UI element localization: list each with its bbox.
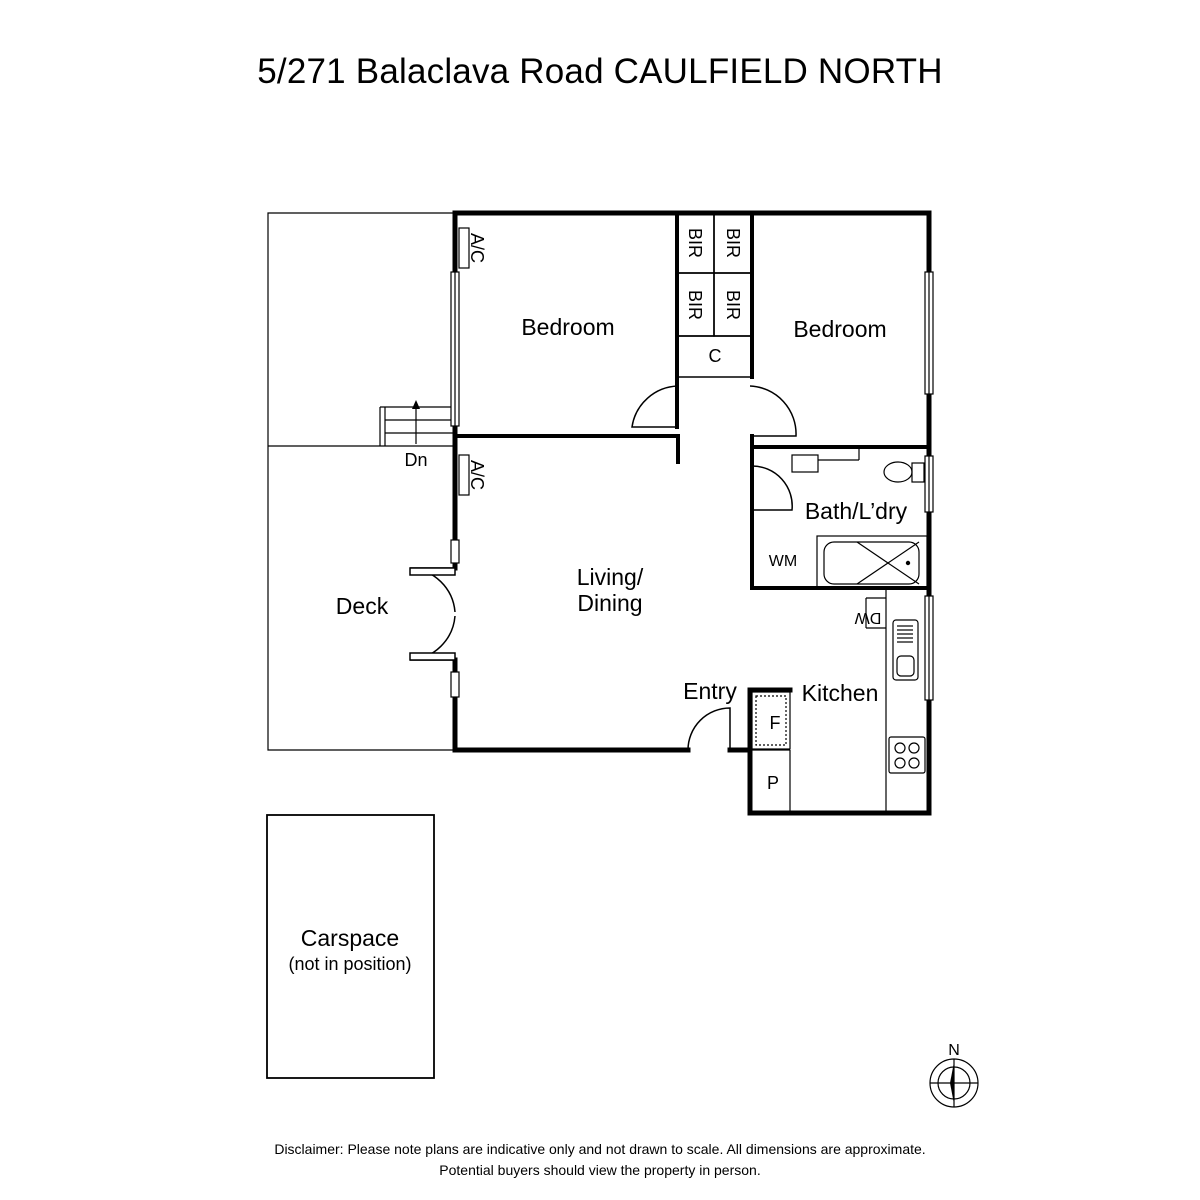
compass-needle-icon	[950, 1062, 954, 1104]
room-label-kitchen: Kitchen	[802, 680, 879, 706]
label-stairs-down: Dn	[404, 450, 427, 470]
room-label-entry: Entry	[683, 678, 737, 704]
room-label-bedroom-2: Bedroom	[793, 316, 886, 342]
label-bir-3: BIR	[685, 290, 705, 320]
room-label-bedroom-1: Bedroom	[521, 314, 614, 340]
disclaimer-line-2: Potential buyers should view the propert…	[439, 1162, 761, 1178]
kitchen-fixtures	[750, 588, 926, 813]
stairs-arrow-icon	[412, 400, 420, 409]
bathroom-fixtures	[791, 447, 928, 589]
interior-walls	[453, 211, 931, 590]
label-bir-4: BIR	[723, 290, 743, 320]
label-ac-2: A/C	[467, 460, 487, 490]
carspace-outline	[266, 814, 435, 1079]
label-cupboard: C	[709, 346, 722, 366]
label-dishwasher: DW	[854, 609, 882, 626]
label-carspace: Carspace	[301, 925, 399, 951]
room-label-living-line2: Dining	[577, 590, 642, 616]
ac-units	[458, 227, 470, 496]
label-ac-1: A/C	[467, 233, 487, 263]
room-label-bath-laundry: Bath/L’dry	[805, 498, 908, 524]
windows	[450, 271, 934, 701]
stairs	[379, 406, 455, 446]
label-bir-1: BIR	[685, 228, 705, 258]
bir-partitions	[676, 212, 753, 378]
compass-north-label: N	[948, 1042, 960, 1059]
room-label-deck: Deck	[336, 593, 389, 619]
disclaimer-line-1: Disclaimer: Please note plans are indica…	[274, 1141, 926, 1157]
label-washing-machine: WM	[769, 553, 797, 570]
label-carspace-note: (not in position)	[288, 954, 411, 974]
plan-title: 5/271 Balaclava Road CAULFIELD NORTH	[257, 52, 943, 91]
label-fridge: F	[770, 713, 781, 733]
room-label-living-line1: Living/	[577, 564, 644, 590]
deck-outline	[267, 212, 455, 751]
door-swings	[409, 385, 797, 751]
label-pantry: P	[767, 773, 779, 793]
label-bir-2: BIR	[723, 228, 743, 258]
